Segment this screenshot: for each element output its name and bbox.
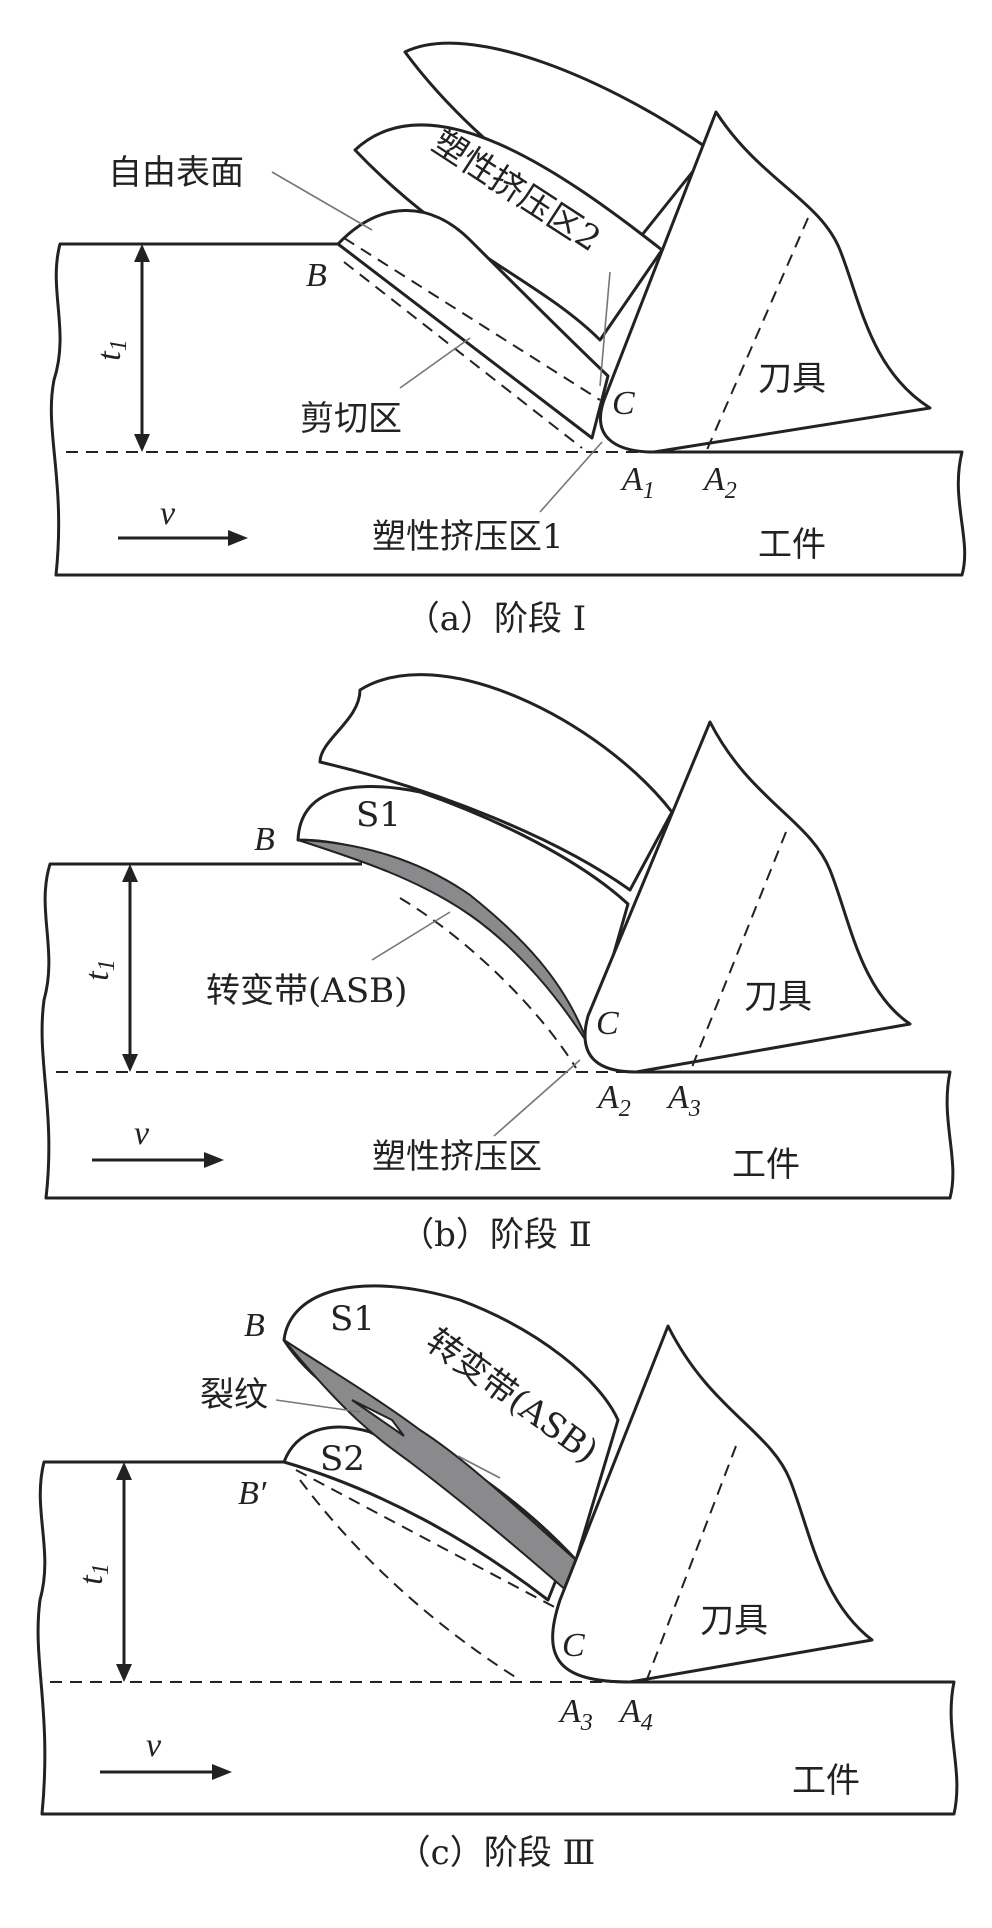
shear-zone-line-lower <box>343 261 583 449</box>
tool-dashed-line <box>689 831 787 1073</box>
point-a-right-subscript: 3 <box>688 1096 701 1122</box>
velocity-arrow-head <box>212 1764 232 1780</box>
thickness-arrow-head-bottom <box>116 1664 132 1682</box>
point-a-right-subscript: 4 <box>641 1710 653 1736</box>
point-a-right: A4 <box>618 1693 653 1736</box>
workpiece-outline <box>49 242 967 577</box>
label-zone: 塑性挤压区 <box>372 1137 542 1177</box>
shear-zone-line-upper <box>343 237 601 401</box>
caption-a: （a）阶段 Ⅰ <box>406 599 587 639</box>
point-a-right-letter: A <box>666 1079 689 1116</box>
point-c: C <box>562 1627 585 1664</box>
thickness-label: t1 <box>73 1563 114 1584</box>
velocity-label: v <box>134 1115 150 1152</box>
leader-free-surface <box>271 171 373 231</box>
point-a-left: A3 <box>558 1693 593 1736</box>
label-asb: 转变带(ASB) <box>206 971 407 1011</box>
label-free-surface: 自由表面 <box>108 153 244 193</box>
leader-shear-zone <box>399 337 471 389</box>
point-b-prime: B′ <box>238 1475 267 1512</box>
thickness-subscript: 1 <box>88 1563 114 1575</box>
point-a-left-letter: A <box>620 461 643 498</box>
point-a-right-subscript: 2 <box>725 478 737 504</box>
caption-c: （c）阶段 Ⅲ <box>397 1833 596 1873</box>
point-a-left-subscript: 2 <box>619 1096 631 1122</box>
s2-dashed-upper <box>295 1469 561 1611</box>
chip-segment-middle <box>353 123 664 342</box>
panel-a: t1 v 自由表面 塑性挤压区2 剪切区 塑性挤压区1 刀具 工件 B C A1… <box>49 41 967 639</box>
label-shear-zone: 剪切区 <box>300 399 402 439</box>
zone-dashed-line <box>399 897 577 1069</box>
tool-dashed-line <box>645 1445 737 1683</box>
point-a-right: A3 <box>666 1079 701 1122</box>
thickness-arrow-head-bottom <box>134 434 150 452</box>
point-c: C <box>612 385 635 422</box>
label-tool: 刀具 <box>744 977 812 1017</box>
thickness-label: t1 <box>79 959 120 980</box>
leader-zone1 <box>539 441 603 513</box>
label-s2: S2 <box>320 1439 365 1479</box>
thickness-label: t1 <box>91 339 132 360</box>
tool <box>598 110 932 454</box>
label-s1: S1 <box>330 1299 375 1339</box>
velocity-arrow-head <box>228 530 248 546</box>
thickness-arrow-head-top <box>134 244 150 262</box>
leader-zone2 <box>599 271 611 387</box>
leader-zone <box>493 1059 581 1137</box>
label-tool: 刀具 <box>758 359 826 399</box>
thickness-symbol: t <box>79 970 116 981</box>
velocity-label: v <box>160 495 176 532</box>
point-a-left: A2 <box>596 1079 631 1122</box>
thickness-arrow-head-top <box>122 864 138 882</box>
tool-dashed-line <box>705 217 809 453</box>
point-a-left: A1 <box>620 461 655 504</box>
label-zone1: 塑性挤压区1 <box>372 517 564 557</box>
tool <box>583 720 912 1074</box>
point-a-left-subscript: 1 <box>643 478 655 504</box>
workpiece-outline <box>36 1460 959 1816</box>
chip-segment-front <box>336 209 610 440</box>
thickness-arrow-head-top <box>116 1462 132 1480</box>
velocity-arrow-head <box>204 1152 224 1168</box>
point-a-right-letter: A <box>618 1693 641 1730</box>
point-b: B <box>244 1307 265 1344</box>
point-c: C <box>596 1005 619 1042</box>
thickness-subscript: 1 <box>106 339 132 351</box>
label-workpiece: 工件 <box>732 1145 800 1185</box>
velocity-label: v <box>146 1727 162 1764</box>
point-a-right-letter: A <box>702 461 725 498</box>
panel-b: t1 v S1 转变带(ASB) 塑性挤压区 刀具 工件 B C A2 A3 （… <box>40 673 955 1255</box>
point-b: B <box>254 821 275 858</box>
label-crack: 裂纹 <box>200 1375 268 1415</box>
thickness-subscript: 1 <box>94 959 120 971</box>
label-s1: S1 <box>356 795 401 835</box>
panel-c: t1 v S1 S2 转变带(ASB) 裂纹 刀具 工件 B B′ C A3 A… <box>36 1284 959 1873</box>
point-a-right: A2 <box>702 461 737 504</box>
s2-dashed-lower <box>299 1479 521 1681</box>
label-tool: 刀具 <box>700 1601 768 1641</box>
thickness-symbol: t <box>73 1574 110 1585</box>
leader-asb <box>371 911 451 961</box>
leader-crack <box>275 1399 361 1413</box>
label-workpiece: 工件 <box>792 1761 860 1801</box>
workpiece-outline <box>40 862 955 1200</box>
chip-segment-top <box>318 673 674 892</box>
caption-b: （b）阶段 Ⅱ <box>400 1215 592 1255</box>
point-a-left-letter: A <box>558 1693 581 1730</box>
thickness-arrow-head-bottom <box>122 1054 138 1072</box>
label-workpiece: 工件 <box>758 525 826 565</box>
crack-notch <box>351 1399 405 1437</box>
point-a-left-subscript: 3 <box>580 1710 593 1736</box>
leader-asb <box>457 1455 501 1479</box>
tool <box>551 1324 874 1684</box>
point-a-left-letter: A <box>596 1079 619 1116</box>
thickness-symbol: t <box>91 350 128 361</box>
point-b: B <box>306 257 327 294</box>
